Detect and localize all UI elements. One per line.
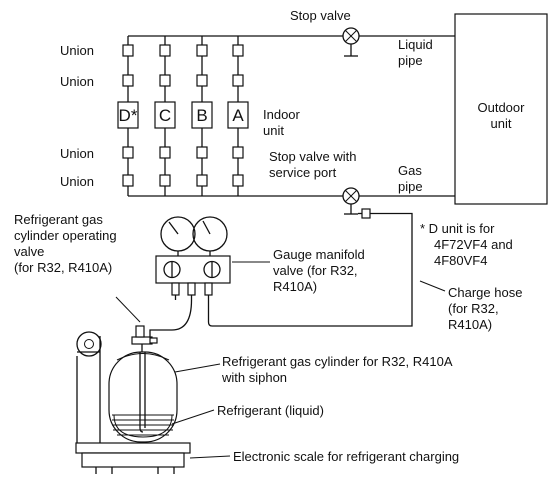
gas-pipe-label-2: pipe — [398, 179, 423, 194]
cylinder-valve-icon — [131, 325, 158, 352]
gauge-manifold-icon — [155, 216, 231, 327]
indoor-branch-c — [154, 36, 176, 196]
stop-valve-service-port-icon — [342, 187, 371, 219]
cylinder-valve-leader — [115, 296, 141, 323]
unit-c-label: C — [159, 106, 171, 125]
cylinder-valve-label: Refrigerant gas — [14, 212, 103, 227]
outdoor-unit-label: Outdoor — [478, 100, 526, 115]
stop-valve-port-label: Stop valve with — [269, 149, 356, 164]
charge-hose-leader — [419, 280, 446, 292]
electronic-scale-icon — [75, 331, 191, 474]
note-label-3: 4F80VF4 — [434, 253, 487, 268]
union-label-4: Union — [60, 174, 94, 189]
gauge-label-3: R410A) — [273, 279, 317, 294]
unit-a-label: A — [232, 106, 244, 125]
union-label-2: Union — [60, 74, 94, 89]
union-label-1: Union — [60, 43, 94, 58]
gauge-label-2: valve (for R32, — [273, 263, 358, 278]
charge-hose-label-2: (for R32, — [448, 301, 499, 316]
union-label-3: Union — [60, 146, 94, 161]
stop-valve-icon — [342, 27, 360, 57]
stop-valve-label: Stop valve — [290, 8, 351, 23]
cylinder-leader — [174, 363, 221, 373]
charge-hose-label-3: R410A) — [448, 317, 492, 332]
scale-leader — [189, 455, 231, 459]
note-label: * D unit is for — [420, 221, 495, 236]
outdoor-unit-box — [454, 13, 548, 205]
cylinder-label: Refrigerant gas cylinder for R32, R410A — [222, 354, 453, 369]
unit-d-label: D* — [119, 106, 138, 125]
indoor-unit-label-2: unit — [263, 123, 284, 138]
cylinder-valve-label-3: valve — [14, 244, 44, 259]
refrigerant-label: Refrigerant (liquid) — [217, 403, 324, 418]
indoor-unit-label: Indoor — [263, 107, 301, 122]
indoor-branch-d — [117, 36, 139, 196]
gauge-to-cylinder-hose — [149, 299, 193, 340]
liquid-pipe-label-2: pipe — [398, 53, 423, 68]
scale-label: Electronic scale for refrigerant chargin… — [233, 449, 459, 464]
note-label-2: 4F72VF4 and — [434, 237, 513, 252]
indoor-branch-a — [227, 36, 249, 196]
charge-hose-label: Charge hose — [448, 285, 522, 300]
gas-pipe-label: Gas — [398, 163, 422, 178]
indoor-branch-b — [191, 36, 213, 196]
refrigerant-leader — [171, 409, 215, 425]
unit-b-label: B — [196, 106, 207, 125]
cylinder-valve-label-4: (for R32, R410A) — [14, 260, 112, 275]
cylinder-valve-label-2: cylinder operating — [14, 228, 117, 243]
stop-valve-port-label-2: service port — [269, 165, 337, 180]
gauge-label: Gauge manifold — [273, 247, 365, 262]
outdoor-unit-label-2: unit — [491, 116, 512, 131]
cylinder-label-2: with siphon — [221, 370, 287, 385]
refrigerant-cylinder-icon — [108, 351, 178, 443]
charge-hose-main — [212, 212, 413, 327]
liquid-pipe-label: Liquid — [398, 37, 433, 52]
